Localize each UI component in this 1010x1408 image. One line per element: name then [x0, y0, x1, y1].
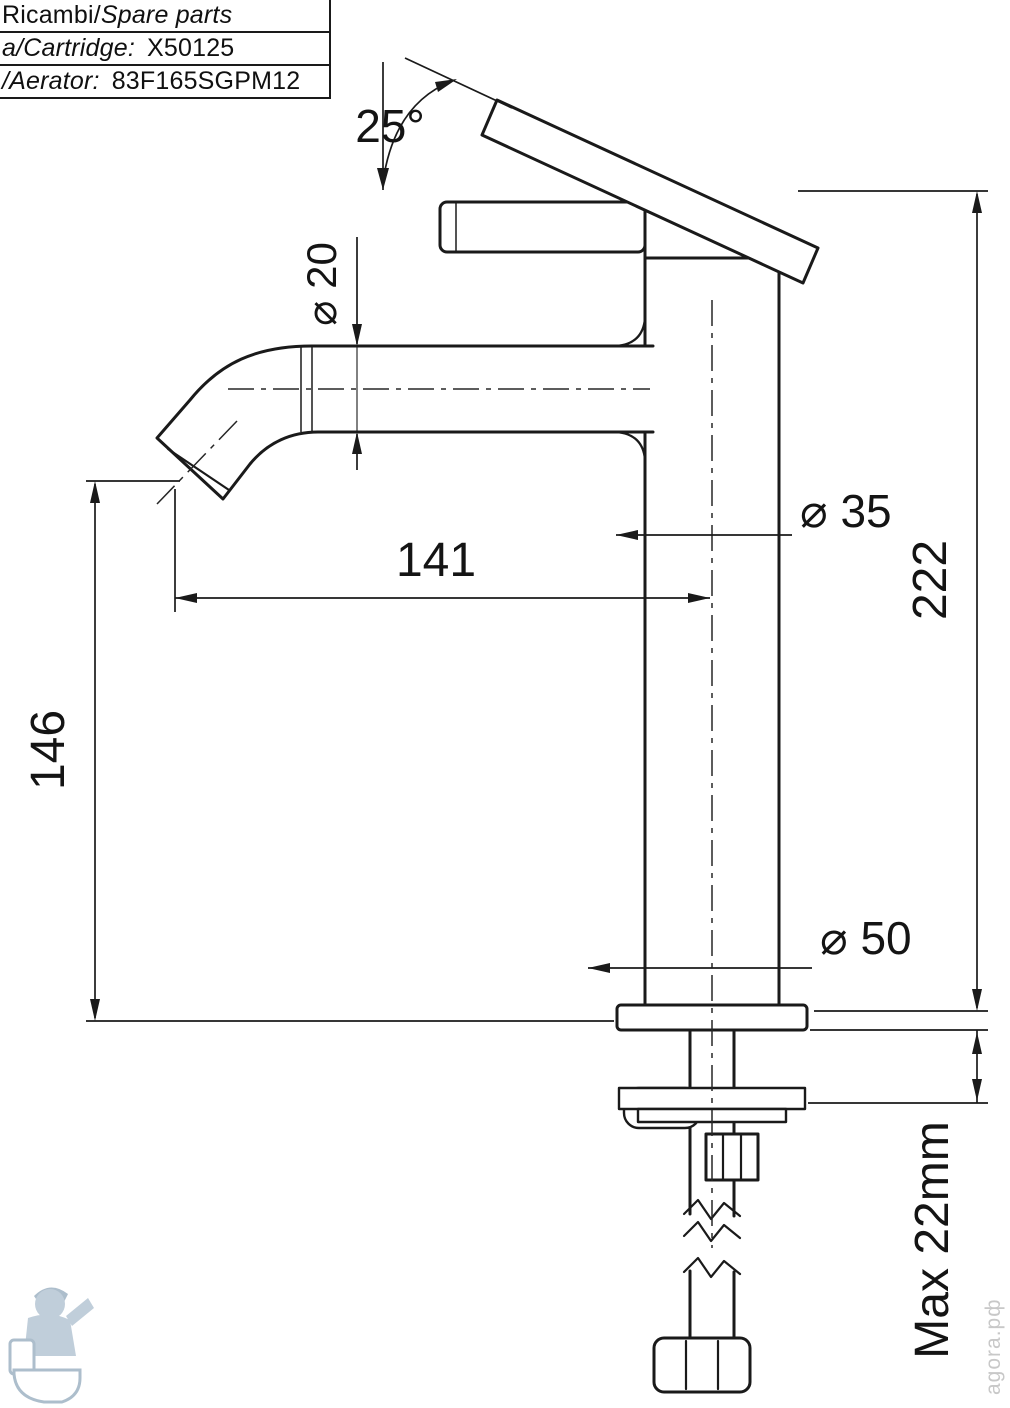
fixing-washer-set	[617, 1086, 807, 1182]
spare-part-row-aerator: /Aerator: 83F165SGPM12	[0, 64, 329, 97]
spout-reach-label: 141	[396, 534, 476, 587]
faucet-outline	[155, 98, 820, 1394]
plumber-head	[35, 1289, 65, 1319]
cartridge-label: a/Cartridge:	[2, 34, 136, 62]
mounting-hex-nut	[652, 1336, 752, 1394]
watermark-site-text: agora.рф	[982, 1298, 1005, 1395]
spout-height-label: 146	[22, 710, 75, 790]
dim-body-diameter: ⌀ 35	[616, 485, 892, 540]
aerator-value: 83F165SGPM12	[111, 67, 301, 95]
spout-diameter-label: ⌀ 20	[298, 242, 345, 326]
plumber-arm	[66, 1298, 94, 1326]
aerator-edge	[166, 447, 231, 492]
lever-handle	[480, 98, 820, 285]
spare-parts-title-italic: Spare parts	[100, 1, 233, 29]
cartridge-cap	[438, 200, 647, 254]
plumber-torso	[24, 1314, 76, 1356]
dim-max-thickness: Max 22mm	[808, 1029, 988, 1359]
dim-base-diameter: ⌀ 50	[588, 912, 912, 973]
max-thickness-label: Max 22mm	[906, 1121, 959, 1358]
dim-handle-angle: 25°	[355, 57, 513, 190]
body-diameter-label: ⌀ 35	[800, 485, 892, 537]
dim-spout-diameter: ⌀ 20	[298, 237, 362, 470]
aerator-label: /Aerator:	[2, 67, 100, 95]
spare-part-row-cartridge: a/Cartridge: X50125	[0, 31, 329, 64]
spout	[155, 316, 655, 501]
toilet-bowl	[12, 1368, 82, 1404]
spare-parts-title-regular: Ricambi/	[2, 1, 101, 29]
spare-parts-header: Ricambi/Spare parts	[0, 0, 329, 31]
dim-spout-reach: 141	[174, 489, 710, 612]
cartridge-value: X50125	[147, 34, 235, 62]
handle-angle-label: 25°	[355, 100, 425, 152]
base-diameter-label: ⌀ 50	[820, 912, 912, 964]
centerlines	[156, 300, 713, 1248]
watermark-logo	[8, 1287, 94, 1404]
total-height-label: 222	[904, 540, 957, 620]
dimension-annotations: 25° ⌀ 20 141	[22, 57, 988, 1359]
dim-spout-height: 146	[22, 480, 614, 1022]
dim-total-height: 222	[798, 190, 988, 1012]
spare-parts-table: Ricambi/Spare parts a/Cartridge: X50125 …	[0, 0, 331, 99]
